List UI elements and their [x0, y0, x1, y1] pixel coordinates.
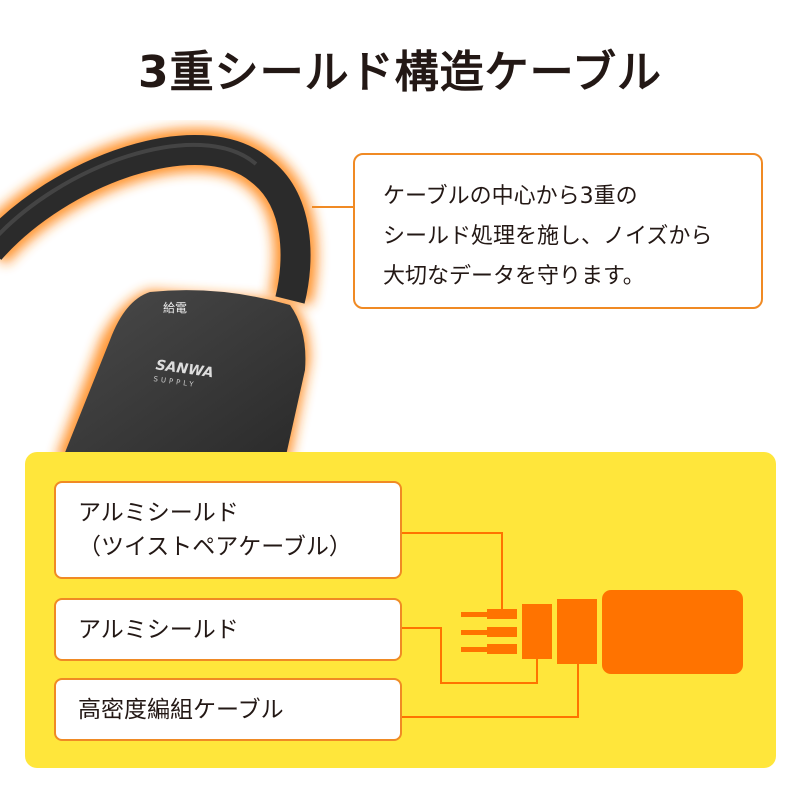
power-label: 給電: [163, 301, 187, 315]
layer-3-line-1: 高密度編組ケーブル: [78, 696, 284, 723]
callout-line-2: シールド処理を施し、ノイズから: [383, 224, 713, 249]
layer-label-twisted-pair: アルミシールド （ツイストペアケーブル）: [54, 481, 402, 579]
layer-label-braided: 高密度編組ケーブル: [54, 678, 402, 741]
layer-label-aluminum: アルミシールド: [54, 598, 402, 661]
callout-line-3: 大切なデータを守ります。: [383, 264, 645, 289]
layer-1-line-1: アルミシールド: [78, 500, 239, 526]
product-photo: 給電 SANWA SUPPLY: [0, 128, 318, 460]
callout-connector: [312, 206, 354, 208]
callout-line-1: ケーブルの中心から3重の: [383, 184, 638, 209]
layer-2-line-1: アルミシールド: [78, 616, 239, 643]
layer-1-line-2: （ツイストペアケーブル）: [78, 534, 352, 560]
description-callout: ケーブルの中心から3重の シールド処理を施し、ノイズから 大切なデータを守ります…: [353, 153, 763, 309]
page-title: 3重シールド構造ケーブル: [138, 47, 662, 98]
